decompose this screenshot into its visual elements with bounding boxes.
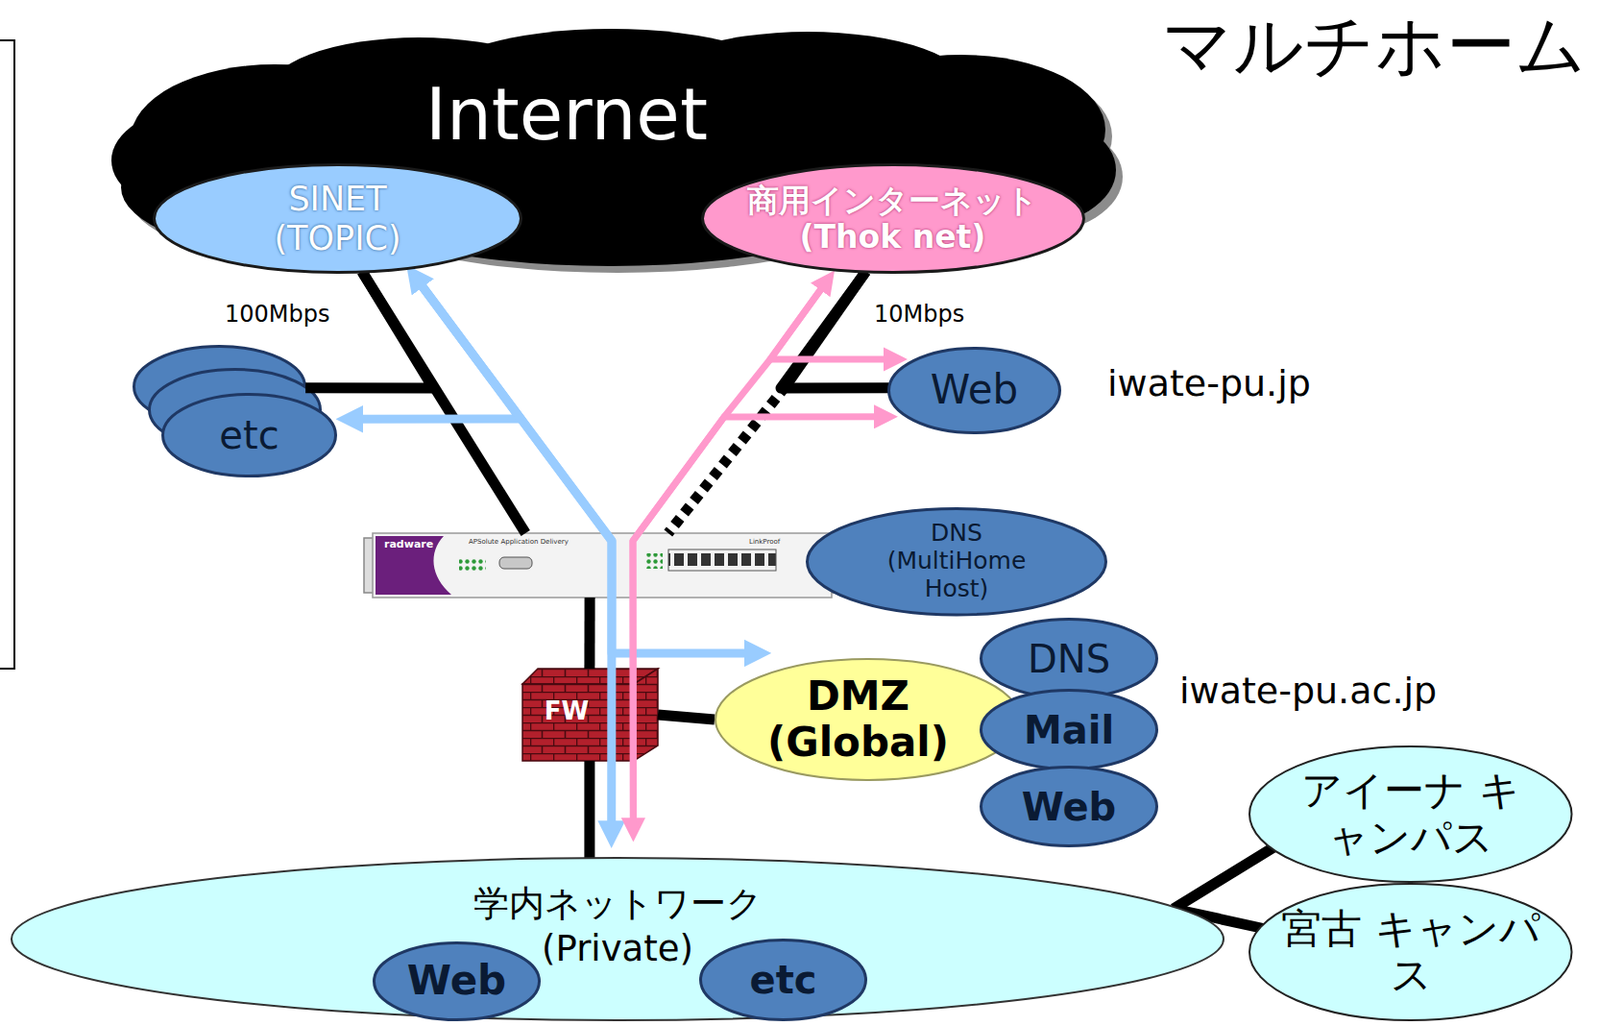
diagram-title: マルチホーム	[1162, 5, 1587, 86]
ellipse-fill	[1249, 746, 1573, 882]
campus-network: 学内ネットワーク (Private)Web etc	[10, 856, 1225, 1021]
node-label: APSolute Application Delivery	[468, 537, 569, 546]
node-label: Web	[930, 366, 1019, 413]
load-balancer-body	[372, 533, 832, 598]
node-label: Web	[1021, 784, 1116, 829]
connector	[657, 714, 715, 720]
text-block: DNS (MultiHome Host)	[805, 507, 1108, 616]
ellipse-fill	[715, 658, 1020, 780]
port-block	[668, 549, 776, 571]
connector	[305, 271, 434, 388]
ellipse-fill	[154, 165, 522, 273]
led-row	[459, 557, 486, 571]
brand-panel	[375, 535, 452, 595]
text-block: Web	[979, 765, 1159, 848]
campus-ellipse: アイーナ キャンパス	[1248, 745, 1574, 883]
ellipse-fill	[981, 690, 1158, 770]
text-block: DNS	[979, 617, 1159, 700]
node-label: SINET (TOPIC)	[251, 179, 425, 258]
connector-line	[1173, 847, 1275, 909]
text-block: Mail	[979, 688, 1159, 771]
ellipse-fill	[701, 940, 867, 1020]
node-label: 宮古 キャンパス	[1281, 905, 1541, 999]
node-label: FW	[544, 697, 589, 727]
ellipse-fill	[163, 394, 337, 477]
node-label: Mail	[1023, 707, 1115, 752]
connector	[1173, 847, 1275, 909]
connector-line	[412, 273, 612, 838]
node-label: Web	[407, 957, 507, 1004]
connector-line	[305, 271, 434, 388]
text-block: DMZ (Global)	[714, 657, 1021, 781]
ellipse-fill	[981, 767, 1158, 847]
connector	[588, 760, 590, 859]
host-ellipse: etc	[699, 938, 868, 1021]
host-ellipse: DNS (MultiHome Host)	[805, 507, 1108, 616]
node-label: 商用インターネット (Thok net)	[739, 182, 1047, 256]
zone-ellipse: DMZ (Global)	[714, 657, 1021, 781]
server-ellipse: Mail	[979, 688, 1159, 771]
ellipse-fill	[807, 508, 1107, 614]
node-label: etc	[750, 957, 818, 1002]
node-label: DMZ (Global)	[762, 673, 955, 767]
connector	[588, 597, 590, 669]
ellipse-fill	[702, 165, 1084, 273]
connector-line	[583, 597, 595, 669]
text-block: Web	[372, 941, 541, 1021]
connector	[780, 271, 890, 388]
load-balancer: radware APSolute Application Delivery Link…	[372, 533, 832, 598]
node-label: etc	[218, 412, 279, 458]
node-label: DNS (MultiHome Host)	[858, 519, 1056, 603]
ellipse-fill	[1249, 883, 1573, 1020]
connector-line	[412, 273, 761, 654]
node-label: LinkProof	[749, 537, 780, 546]
firewall-side	[633, 668, 658, 761]
node-label: radware	[384, 538, 434, 552]
text-block: etc	[699, 938, 868, 1021]
text-block: 宮古 キャンパス	[1248, 882, 1574, 1021]
text-block: SINET (TOPIC)	[152, 163, 523, 274]
host-ellipse: Web	[372, 941, 541, 1021]
text-block: 商用インターネット (Thok net)	[701, 163, 1086, 274]
node-label: アイーナ キャンパス	[1281, 767, 1541, 861]
server-ellipse: DNS	[979, 617, 1159, 700]
connector	[412, 273, 761, 654]
domain-label: iwate-pu.ac.jp	[1179, 670, 1437, 713]
host-ellipse: etc	[161, 392, 338, 478]
ellipse-fill	[374, 943, 540, 1020]
host-ellipse: Web	[887, 346, 1062, 435]
connector-line	[657, 714, 715, 720]
bandwidth-label: 100Mbps	[222, 301, 333, 329]
node-label: Internet	[425, 73, 708, 156]
bandwidth-label: 10Mbps	[872, 301, 967, 329]
internet-cloud: InternetSINET (TOPIC) 商用インターネット (Thok net…	[101, 25, 1123, 271]
campus-ellipse: 宮古 キャンパス	[1248, 882, 1574, 1021]
text-block: アイーナ キャンパス	[1248, 745, 1574, 883]
firewall-front	[522, 683, 634, 761]
text-block: Web	[887, 346, 1062, 435]
serial-port	[499, 557, 533, 569]
connector	[412, 273, 612, 838]
firewall: FW	[522, 668, 658, 761]
side-bracket	[0, 40, 15, 669]
domain-label: iwate-pu.jp	[1107, 363, 1311, 406]
text-block: etc	[161, 392, 338, 478]
node-label: DNS	[1027, 636, 1111, 681]
ellipse-fill	[11, 857, 1224, 1020]
ellipse-fill	[889, 348, 1061, 434]
server-ellipse: Web	[979, 765, 1159, 848]
connector-line	[780, 271, 890, 388]
connector-line	[583, 760, 595, 859]
ellipse-fill	[981, 619, 1158, 699]
network-ellipse: 商用インターネット (Thok net)	[701, 163, 1086, 274]
text-block: 学内ネットワーク (Private)	[10, 881, 1225, 972]
network-ellipse: SINET (TOPIC)	[152, 163, 523, 274]
led-row	[645, 553, 663, 569]
